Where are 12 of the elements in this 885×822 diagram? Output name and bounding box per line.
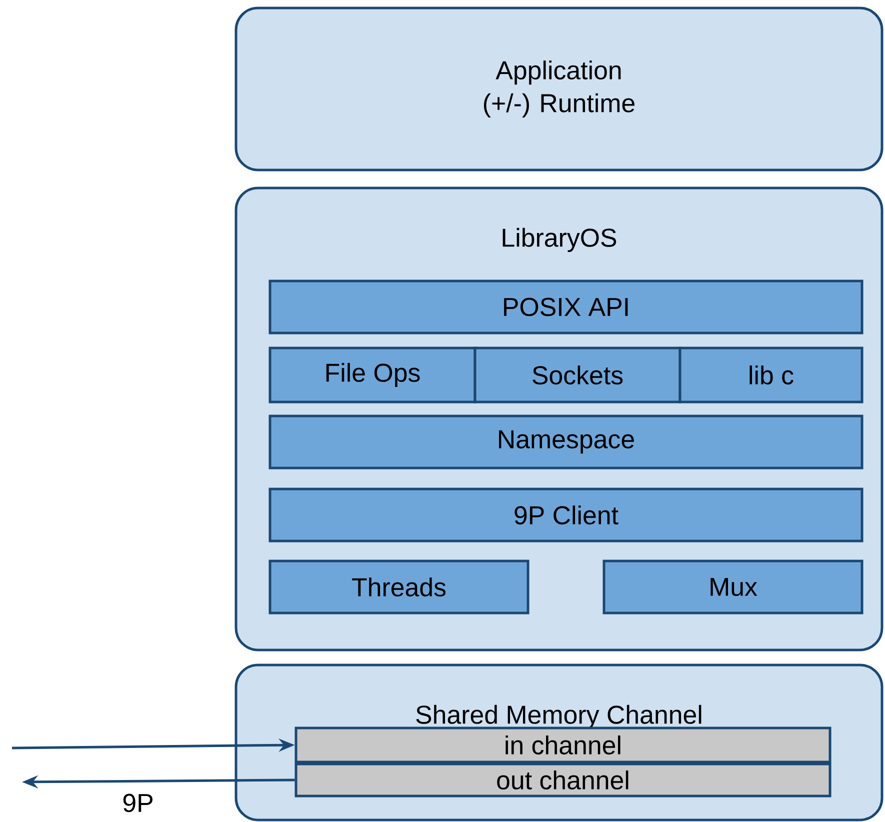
component-box: Namespace (268, 414, 864, 470)
component-box: lib c (678, 346, 864, 404)
component-box: Threads (268, 560, 530, 614)
component-box: Mux (602, 560, 864, 614)
channel-box: out channel (294, 762, 832, 798)
channel-box: in channel (294, 726, 832, 764)
edge-label: 9P (121, 792, 155, 814)
component-box: 9P Client (268, 488, 864, 542)
layer-box: Application (+/-) Runtime (234, 6, 884, 172)
component-box: POSIX API (268, 280, 864, 334)
component-box: Sockets (474, 346, 682, 404)
component-box: File Ops (268, 346, 476, 404)
